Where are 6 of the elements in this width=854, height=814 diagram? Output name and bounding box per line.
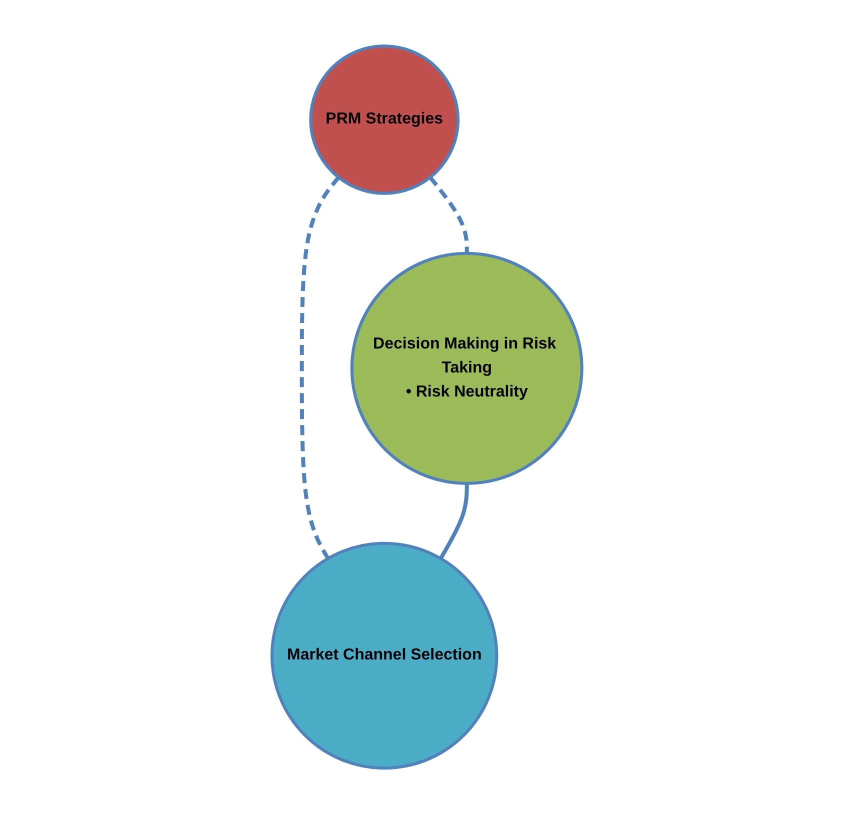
connector [300, 176, 340, 560]
node-circle: PRM Strategies [309, 44, 460, 195]
node-circle: Market Channel Selection [270, 542, 498, 770]
connector [439, 483, 469, 560]
node-circle: Decision Making in Risk Taking • Risk Neutrality [350, 252, 584, 485]
connector [428, 176, 469, 254]
